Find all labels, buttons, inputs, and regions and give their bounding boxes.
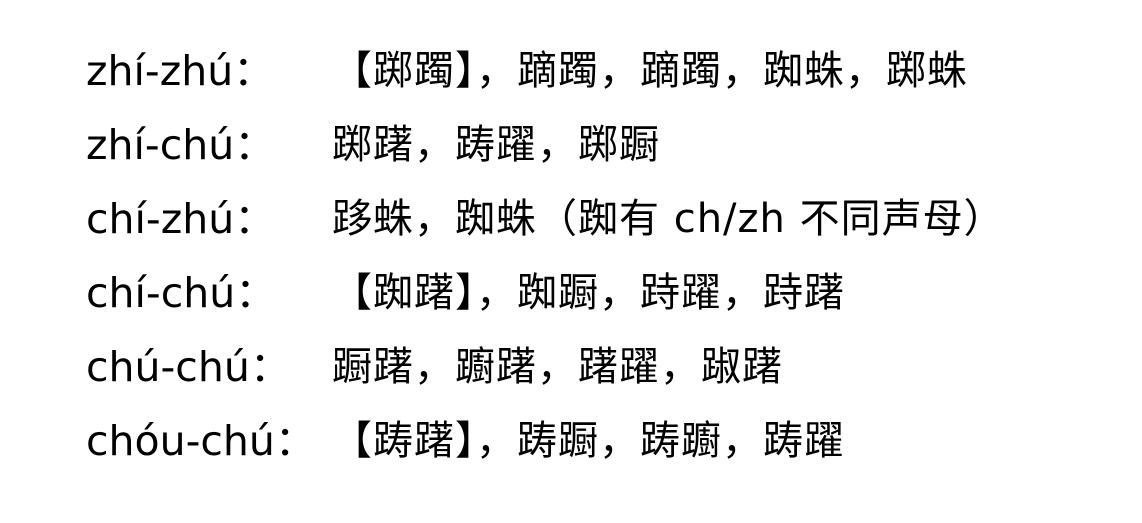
character-variants: 踯躇，踌躍，踯蹰: [332, 122, 660, 168]
pinyin-label: chóu-chú：: [86, 417, 316, 465]
pinyin-label: chí-chú：: [86, 269, 277, 317]
pinyin-label: chí-zhú：: [86, 195, 276, 243]
pinyin-label: zhí-zhú：: [86, 47, 275, 95]
character-variants: 【踌躇】，踌蹰，踌躕，踌躍: [332, 418, 845, 464]
list-item: zhí-chú： 踯躇，踌躍，踯蹰: [86, 104, 1126, 178]
pinyin-label: zhí-chú：: [86, 121, 276, 169]
character-variants: 蹰躇，躕躇，躇躍，踧躇: [332, 344, 783, 390]
character-variants: 【踯躅】，蹢躅，蹢躅，踟蛛，踯蛛: [332, 48, 968, 94]
list-item: chí-chú： 【踟躇】，踟蹰，跱躍，跱躇: [86, 252, 1126, 326]
character-variants: 【踟躇】，踟蹰，跱躍，跱躇: [332, 270, 845, 316]
character-variants: 跢蛛，踟蛛（踟有 ch/zh 不同声母）: [332, 196, 1005, 242]
list-item: chí-zhú： 跢蛛，踟蛛（踟有 ch/zh 不同声母）: [86, 178, 1126, 252]
list-item: chóu-chú： 【踌躇】，踌蹰，踌躕，踌躍: [86, 400, 1126, 474]
pronunciation-list: zhí-zhú： 【踯躅】，蹢躅，蹢躅，踟蛛，踯蛛 zhí-chú： 踯躇，踌躍…: [86, 30, 1126, 474]
list-item: chú-chú： 蹰躇，躕躇，躇躍，踧躇: [86, 326, 1126, 400]
pinyin-label: chú-chú：: [86, 343, 291, 391]
list-item: zhí-zhú： 【踯躅】，蹢躅，蹢躅，踟蛛，踯蛛: [86, 30, 1126, 104]
